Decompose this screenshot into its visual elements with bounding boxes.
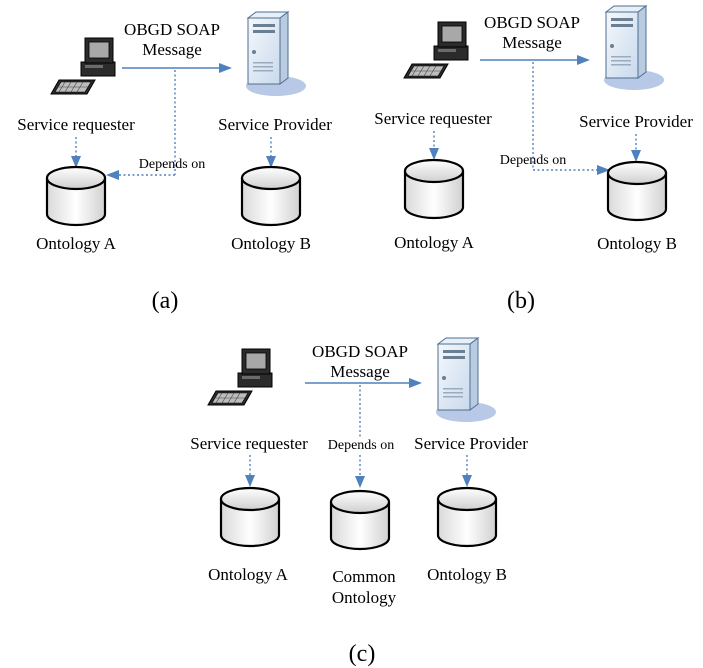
arrowhead [462,475,472,487]
panel-caption: (b) [507,288,535,314]
database-icon [403,158,465,220]
panel-b: OBGD SOAP Message Service requester Serv… [374,5,693,314]
message-label-line2: Message [142,40,201,59]
requester-label: Service requester [190,434,308,453]
depends-label: Depends on [139,157,206,172]
ontology-a-label: Ontology A [394,233,475,252]
computer-icon [207,348,273,406]
computer-icon [403,21,469,79]
message-label-line2: Message [330,362,389,381]
panel-a: OBGD SOAP Message Service requester Serv… [17,11,332,314]
arrowhead [597,165,610,175]
arrowhead [106,170,119,180]
message-arrowhead [577,55,590,65]
arrowhead [245,475,255,487]
arrowhead [71,156,81,168]
ontology-a-label: Ontology A [208,565,289,584]
provider-label: Service Provider [218,115,332,134]
arrowhead [355,476,365,488]
ontology-a-label: Ontology A [36,234,117,253]
server-icon [245,11,307,97]
arrowhead [429,148,439,160]
database-icon [219,486,281,548]
computer-icon [50,37,116,95]
ontology-b-label: Ontology B [597,234,677,253]
arrowhead [631,150,641,162]
common-ontology-label-line1: Common [332,567,396,586]
database-icon [240,165,302,227]
panel-caption: (a) [152,288,179,314]
database-icon [329,489,391,551]
requester-label: Service requester [17,115,135,134]
depends-label: Depends on [328,438,395,453]
message-label-line2: Message [502,33,561,52]
panel-c: OBGD SOAP Message Service requester Depe… [190,337,528,667]
message-arrowhead [219,63,232,73]
panel-caption: (c) [349,641,376,667]
ontology-b-label: Ontology B [427,565,507,584]
message-arrowhead [409,378,422,388]
provider-label: Service Provider [579,112,693,131]
message-label-line1: OBGD SOAP [124,20,220,39]
message-label-line1: OBGD SOAP [312,342,408,361]
server-icon [603,5,665,91]
database-icon [606,160,668,222]
database-icon [45,165,107,227]
common-ontology-label-line2: Ontology [332,588,397,607]
ontology-b-label: Ontology B [231,234,311,253]
database-icon [436,486,498,548]
depends-label: Depends on [500,153,567,168]
message-label-line1: OBGD SOAP [484,13,580,32]
server-icon [435,337,497,423]
arrowhead [266,156,276,168]
requester-label: Service requester [374,109,492,128]
provider-label: Service Provider [414,434,528,453]
